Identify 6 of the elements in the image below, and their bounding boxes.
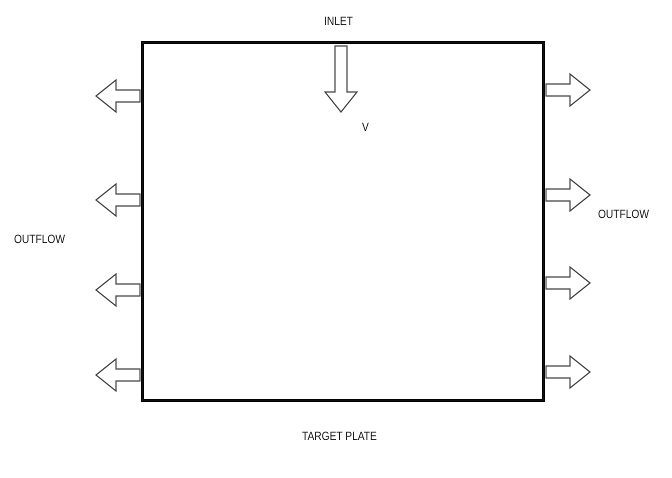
plate-label: TARGET PLATE xyxy=(302,429,377,443)
domain-rectangle xyxy=(141,41,545,402)
inlet-label: INLET xyxy=(324,14,353,28)
outflow-label: OUTFLOW xyxy=(598,207,649,221)
velocity-label: V xyxy=(362,120,369,134)
outflow-label: OUTFLOW xyxy=(14,232,65,246)
